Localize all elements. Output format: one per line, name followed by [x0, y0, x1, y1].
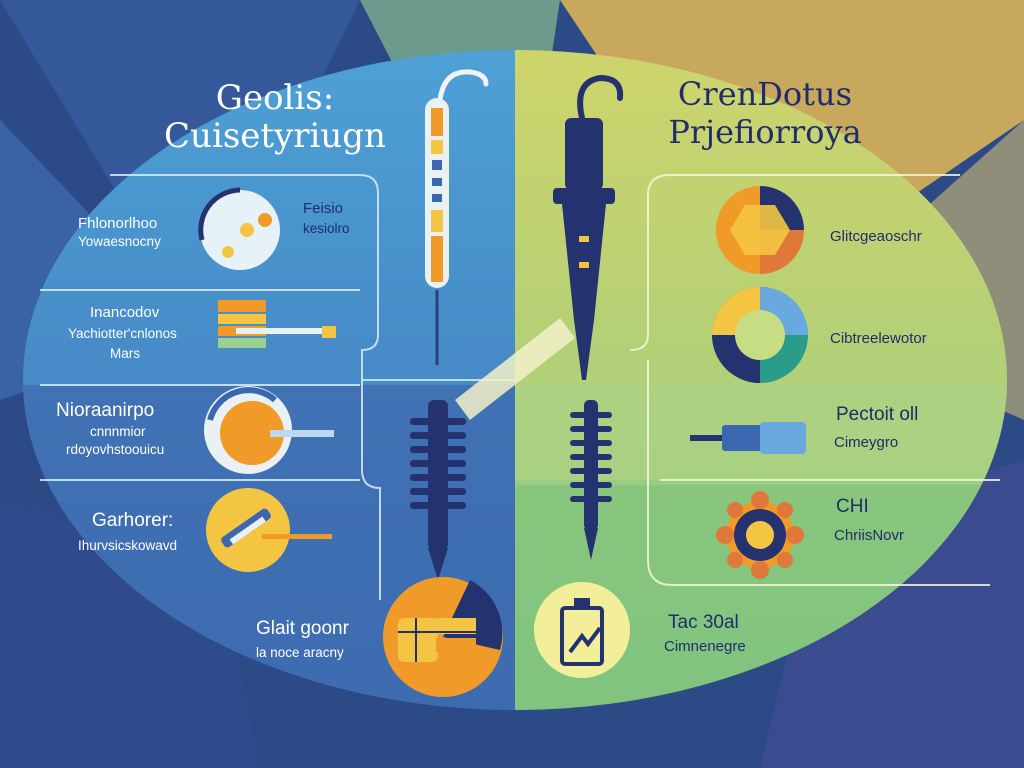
left-bottom-line2: la noce aracny	[256, 645, 344, 660]
bottom-left-icon	[383, 577, 503, 697]
gear-icon	[716, 491, 804, 579]
right-row3-line2: Cimeygro	[834, 434, 899, 451]
chart-icon	[218, 300, 336, 348]
right-title-line1: CrenDotus	[677, 75, 853, 113]
left-row1-side-line1: Feisio	[303, 200, 344, 217]
left-row3-line1: Nioraanirpo	[56, 400, 155, 421]
left-row2-line3: Mars	[110, 346, 140, 361]
spring-icon	[570, 400, 612, 560]
pie-icon	[716, 186, 804, 274]
ring-icon	[712, 287, 808, 383]
right-bottom-line1: Tac 30al	[668, 612, 739, 633]
gauge-icon	[198, 187, 280, 270]
cable-icon	[690, 422, 806, 454]
left-row2-line1: Inancodov	[90, 304, 160, 321]
pipette-icon	[425, 69, 489, 365]
left-title-line2: Cuisetyriugn	[164, 116, 386, 156]
tool-icon	[206, 488, 332, 572]
left-bottom-line1: Glait goonr	[256, 618, 349, 639]
right-row4-line1: CHI	[836, 496, 869, 517]
left-row1-line1: Fhlonorlhoo	[78, 215, 158, 232]
right-title-line2: Prjefiorroya	[668, 113, 862, 151]
spring-icon	[410, 400, 466, 580]
dial-icon	[204, 386, 334, 474]
right-row4-line2: ChriisNovr	[834, 527, 905, 544]
left-row3-line2: cnnnmior	[90, 424, 146, 439]
left-row4-line2: Ihurvsicskowavd	[78, 538, 178, 553]
left-title-line1: Geolis:	[215, 78, 335, 118]
box-icon	[534, 582, 630, 678]
left-row3-line3: rdoyovhstoouicu	[66, 442, 165, 457]
right-bottom-line2: Cimnenegre	[664, 638, 746, 655]
left-row1-line2: Yowaesnocny	[78, 234, 161, 249]
right-row1-line1: Glitcgeaoschr	[830, 228, 922, 245]
left-row4-line1: Garhorer:	[92, 510, 174, 531]
left-row2-line2: Yachiotter'cnlonos	[68, 326, 177, 341]
right-row2-line1: Cibtreelewotor	[830, 330, 927, 347]
dropper-icon	[553, 74, 624, 380]
left-row1-side-line2: kesiolro	[303, 221, 350, 236]
right-row3-line1: Pectoit oll	[836, 404, 919, 425]
